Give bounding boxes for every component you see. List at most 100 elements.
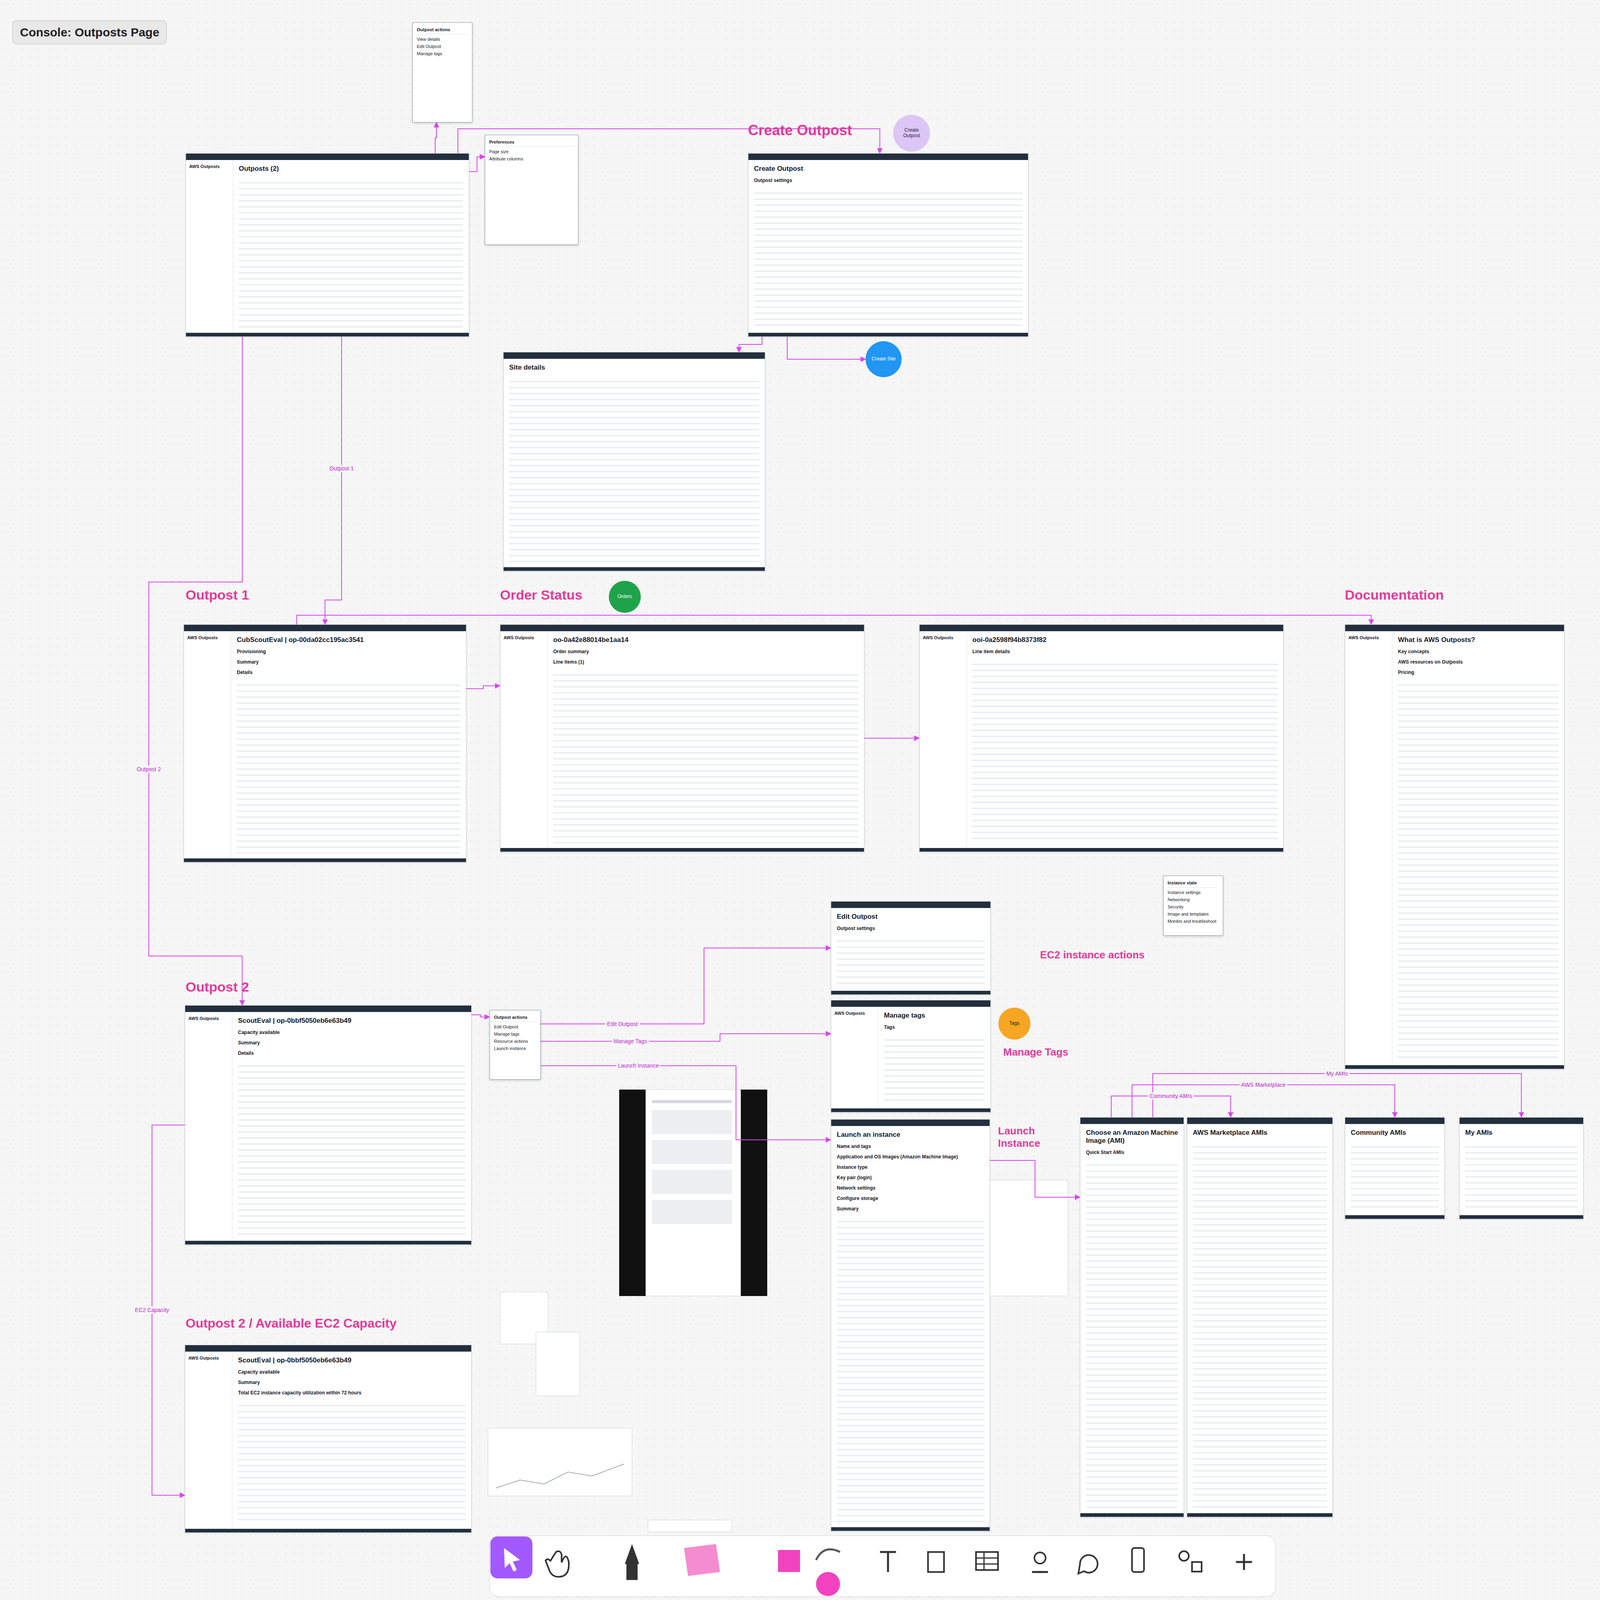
text-label: Monitor and troubleshoot bbox=[1167, 917, 1219, 925]
text-label: Choose an Amazon Machine Image (AMI) bbox=[1086, 1128, 1178, 1145]
console-screen: Community AMIs bbox=[1344, 1117, 1445, 1220]
browser-bar bbox=[1345, 1117, 1445, 1124]
connector-label: EC2 Capacity bbox=[133, 1306, 171, 1314]
console-screen: Site details bbox=[503, 352, 766, 572]
nav-sidebar: AWS Outposts bbox=[186, 160, 234, 333]
console-footer bbox=[1459, 1215, 1584, 1219]
console-screen: Choose an Amazon Machine Image (AMI)Quic… bbox=[1080, 1117, 1184, 1518]
flow-connector bbox=[469, 156, 485, 172]
text-label: CubScoutEval | op-00da02cc195ac3541 bbox=[236, 636, 461, 644]
screenshot-thumbnails bbox=[488, 1180, 1068, 1532]
browser-bar bbox=[831, 901, 991, 908]
console-footer bbox=[748, 332, 1028, 337]
content-placeholder bbox=[238, 1060, 466, 1236]
text-label: Launch an instance bbox=[836, 1130, 984, 1139]
text-label: Summary bbox=[236, 659, 461, 665]
console-screen: Edit OutpostOutpost settings bbox=[830, 901, 991, 995]
text-label: Key pair (login) bbox=[836, 1174, 984, 1181]
console-footer bbox=[1345, 1215, 1445, 1219]
content-placeholder bbox=[1350, 1141, 1439, 1211]
text-label: AWS Outposts bbox=[188, 1016, 229, 1021]
content-placeholder bbox=[1086, 1160, 1178, 1509]
sticker-circle: Tags bbox=[998, 1007, 1031, 1040]
browser-bar bbox=[919, 624, 1284, 632]
text-label: ScoutEval | op-0bbf5050eb6e63b49 bbox=[238, 1356, 466, 1365]
sticker-circle: Orders bbox=[608, 580, 641, 613]
nav-sidebar: AWS Outposts bbox=[184, 631, 232, 859]
console-screen: AWS OutpostsWhat is AWS Outposts?Key con… bbox=[1344, 624, 1565, 1070]
flow-connector bbox=[787, 336, 866, 360]
text-label: Orders bbox=[617, 594, 633, 600]
flow-connector bbox=[296, 615, 1372, 625]
content-placeholder bbox=[238, 1400, 466, 1524]
nav-sidebar: AWS Outposts bbox=[185, 1012, 233, 1241]
browser-bar bbox=[1080, 1117, 1184, 1124]
text-label: Community AMIs bbox=[1350, 1128, 1439, 1137]
console-screen: AWS OutpostsScoutEval | op-0bbf5050eb6e6… bbox=[184, 1005, 472, 1245]
content-placeholder bbox=[836, 936, 985, 986]
content-placeholder bbox=[1192, 1141, 1327, 1509]
text-label: Manage tags bbox=[884, 1011, 985, 1020]
connector-label: Manage Tags bbox=[612, 1037, 649, 1045]
text-label: Key concepts bbox=[1398, 648, 1559, 655]
console-screen: AWS OutpostsManage tagsTags bbox=[830, 1000, 991, 1113]
console-screen: Launch an instanceName and tagsApplicati… bbox=[830, 1119, 990, 1532]
text-label: ooi-0a2598f94b8373f82 bbox=[972, 636, 1278, 644]
text-label: Outpost actions bbox=[416, 26, 468, 35]
flow-connector bbox=[540, 1033, 831, 1042]
screen-body: AWS OutpostsWhat is AWS Outposts?Key con… bbox=[1345, 631, 1564, 1066]
screen-body: My AMIs bbox=[1459, 1124, 1584, 1216]
console-screen: AWS OutpostsOutposts (2) bbox=[185, 153, 470, 337]
browser-bar bbox=[500, 624, 864, 632]
browser-bar bbox=[1345, 624, 1564, 632]
screen-body: Site details bbox=[503, 358, 765, 568]
text-label: View details bbox=[416, 35, 468, 43]
screen-content: What is AWS Outposts?Key conceptsAWS res… bbox=[1392, 631, 1564, 1066]
content-placeholder bbox=[884, 1034, 985, 1104]
console-screen: AWS Outpostsoo-0a42e88014be1aa14Order su… bbox=[500, 624, 865, 852]
browser-bar bbox=[503, 352, 765, 359]
screen-content: Site details bbox=[503, 358, 765, 568]
text-label: Create Site bbox=[871, 356, 896, 362]
flow-connector bbox=[466, 686, 500, 689]
text-label: Edit Outpost bbox=[416, 42, 468, 50]
text-label: Launch instance bbox=[494, 1044, 537, 1052]
text-label: Security bbox=[1167, 903, 1219, 911]
console-footer bbox=[919, 848, 1284, 852]
console-footer bbox=[503, 567, 765, 571]
browser-bar bbox=[185, 1005, 472, 1012]
screen-content: ScoutEval | op-0bbf5050eb6e63b49Capacity… bbox=[232, 1012, 472, 1241]
screen-content: Outposts (2) bbox=[233, 160, 469, 333]
screen-content: Community AMIs bbox=[1345, 1124, 1445, 1216]
screen-content: AWS Marketplace AMIs bbox=[1187, 1124, 1333, 1514]
console-footer bbox=[1080, 1513, 1184, 1517]
content-placeholder bbox=[509, 376, 760, 563]
flow-connector bbox=[471, 1014, 490, 1017]
text-label: Networking bbox=[1167, 896, 1219, 904]
text-label: Name and tags bbox=[836, 1143, 984, 1150]
browser-bar bbox=[831, 1119, 990, 1126]
sticker-circle: Create Site bbox=[865, 341, 902, 378]
text-label: Line items (1) bbox=[553, 659, 859, 665]
browser-bar bbox=[1459, 1117, 1584, 1124]
text-label: AWS Outposts bbox=[834, 1010, 875, 1016]
text-label: Summary bbox=[238, 1379, 466, 1386]
screen-content: Launch an instanceName and tagsApplicati… bbox=[831, 1126, 990, 1528]
text-label: Outpost actions bbox=[494, 1013, 537, 1022]
console-footer bbox=[185, 1528, 472, 1533]
flow-connector bbox=[1152, 1073, 1522, 1118]
console-footer bbox=[1345, 1065, 1564, 1069]
text-label: Instance settings bbox=[1167, 888, 1219, 896]
connector-label: Outpost 2 bbox=[135, 765, 163, 773]
section-heading: Outpost 2 bbox=[185, 979, 250, 995]
text-label: Pricing bbox=[1398, 669, 1559, 676]
text-label: Provisioning bbox=[236, 648, 461, 655]
dropdown-menu: Outpost actionsEdit OutpostManage tagsRe… bbox=[489, 1010, 541, 1080]
text-label: AWS Outposts bbox=[189, 164, 230, 169]
flow-connector bbox=[1132, 1084, 1395, 1118]
console-footer bbox=[500, 848, 864, 852]
section-heading: Documentation bbox=[1344, 587, 1444, 603]
content-placeholder bbox=[1398, 680, 1559, 1061]
screen-body: Launch an instanceName and tagsApplicati… bbox=[831, 1126, 990, 1528]
content-placeholder bbox=[236, 680, 461, 854]
